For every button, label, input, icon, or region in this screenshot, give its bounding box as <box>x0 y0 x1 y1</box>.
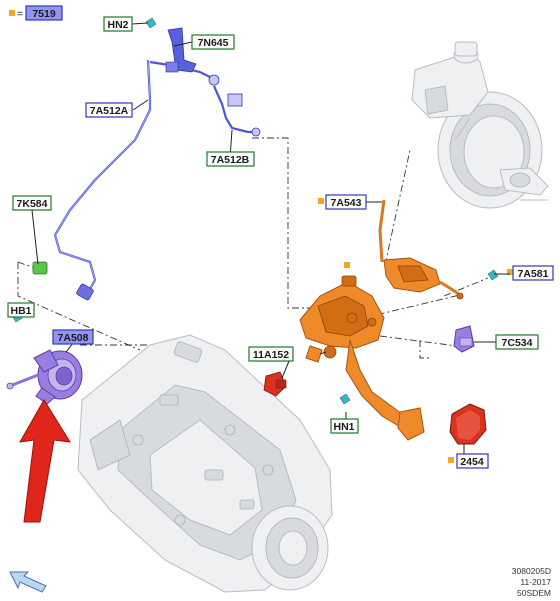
label-11a152: 11A152 <box>248 346 294 362</box>
connection-lines <box>17 137 489 359</box>
brake-booster-assembly <box>411 41 549 209</box>
svg-text:HB1: HB1 <box>10 305 31 317</box>
label-hn2: HN2 <box>103 16 133 32</box>
label-2454: 2454 <box>456 453 489 469</box>
svg-text:7A512B: 7A512B <box>211 154 250 166</box>
label-7n645: 7N645 <box>191 34 235 50</box>
svg-text:=: = <box>17 8 23 20</box>
label-hb1: HB1 <box>7 302 35 318</box>
footer-date: 11-2017 <box>520 577 551 587</box>
svg-text:7A512A: 7A512A <box>90 105 129 117</box>
svg-text:7C534: 7C534 <box>502 337 533 349</box>
clutch-hydraulic-pipe <box>53 59 261 301</box>
svg-text:7A543: 7A543 <box>331 197 362 209</box>
svg-text:7A581: 7A581 <box>518 268 549 280</box>
gearbox-housing <box>77 334 333 593</box>
clutch-pedal-switch <box>453 325 475 353</box>
clutch-pedal-pad <box>449 403 487 445</box>
label-7c534: 7C534 <box>495 334 539 350</box>
svg-text:7N645: 7N645 <box>198 37 229 49</box>
clutch-master-cylinder <box>378 199 464 300</box>
svg-text:7519: 7519 <box>32 8 56 20</box>
clutch-pedal-assembly <box>299 275 425 441</box>
orange-markers <box>9 10 513 463</box>
clutch-position-sensor <box>263 371 287 397</box>
label-7k584: 7K584 <box>12 195 52 211</box>
svg-text:7A508: 7A508 <box>58 332 89 344</box>
svg-text:7K584: 7K584 <box>17 198 48 210</box>
label-hn1: HN1 <box>330 418 359 434</box>
pipe-clip <box>32 261 48 275</box>
figure-footer: 3080205D 11-2017 50SDEM <box>512 566 551 598</box>
svg-text:11A152: 11A152 <box>253 349 289 361</box>
label-7a512a: 7A512A <box>85 102 133 118</box>
footer-code: 3080205D <box>512 566 551 576</box>
concentric-slave-cylinder <box>6 349 83 405</box>
svg-text:2454: 2454 <box>460 456 484 468</box>
label-7a581: 7A581 <box>512 265 554 281</box>
label-7a543: 7A543 <box>325 194 367 210</box>
label-7a512b: 7A512B <box>206 151 255 167</box>
svg-text:HN2: HN2 <box>107 19 128 31</box>
label-7a508: 7A508 <box>52 329 94 345</box>
svg-text:HN1: HN1 <box>333 421 354 433</box>
pipe-bracket <box>165 27 197 73</box>
red-pointer-arrow-icon <box>19 399 71 523</box>
view-direction-arrow-icon <box>9 571 47 593</box>
label-7519: = 7519 <box>17 5 63 21</box>
footer-ref: 50SDEM <box>517 588 551 598</box>
